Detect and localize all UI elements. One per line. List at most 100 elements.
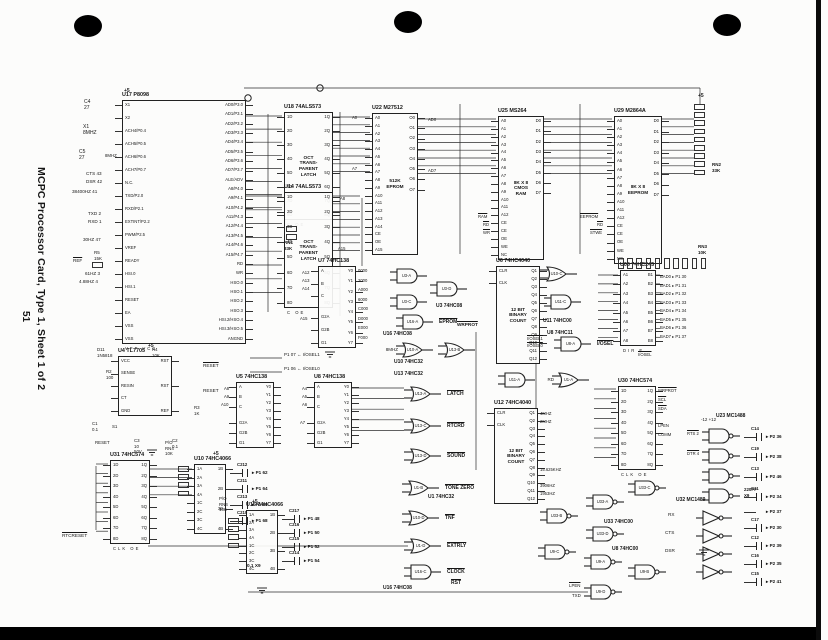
pin: 4B [217, 525, 234, 531]
label: R5 15K [94, 250, 103, 261]
pin: G2B [228, 429, 248, 435]
gate-name: U33-D [596, 531, 609, 536]
resistor [694, 128, 705, 135]
connector-pin-label: ▸ P1 66 [252, 502, 268, 507]
pin: RESIN [111, 382, 134, 388]
pin: WE [491, 243, 508, 249]
pin: AD4/P3.4 [225, 139, 253, 145]
pin: HSI.2/HSO.4 [218, 316, 254, 322]
label: RN3 10K [698, 244, 708, 255]
label: BAD5 ▸ P1 35 [660, 317, 687, 322]
pin: CLK [486, 421, 506, 427]
pin: Y4 [343, 415, 360, 421]
capacitor-name: C210 [237, 510, 248, 515]
pin: 8D [276, 299, 293, 305]
pin: 4Q [324, 155, 339, 161]
resistor [694, 169, 705, 176]
pin: Q7 [529, 456, 544, 462]
pin: Q6 [529, 448, 544, 454]
capacitor-name: C13 [751, 466, 759, 471]
connector-pin-label: ▸ P2 35 [766, 561, 782, 566]
gate-name: U9-A [595, 559, 606, 564]
gate-buf [696, 510, 736, 526]
label: A7 [352, 166, 358, 171]
ic-refdes-part: U18 74ALS573 [284, 104, 322, 110]
pin: 4A [186, 491, 203, 497]
capacitor-icon [242, 517, 248, 525]
pin: A4 [606, 150, 623, 156]
pin: Q1 [531, 268, 546, 273]
ic-refdes-part: U8 74HC138 [314, 374, 346, 380]
pin: 4D [102, 493, 119, 499]
capacitor-icon [756, 453, 762, 461]
label: I/OSEL [638, 352, 652, 357]
gate-u3-a: U3-A [390, 268, 430, 284]
label: 4MHZ [540, 411, 552, 416]
pin: D5 [653, 170, 671, 176]
pin: A12 [364, 208, 383, 213]
pin: ACH5/P0.5 [115, 140, 146, 146]
pin: 4B [269, 565, 286, 571]
gate-u9-c: U9-C [538, 544, 578, 560]
label: RAM [478, 214, 488, 219]
label: RESET [95, 440, 110, 445]
ic-refdes-part: U14 74ALS573 [284, 184, 322, 190]
pin: READY [114, 257, 140, 263]
gate-buf [696, 564, 736, 580]
pin: Q5 [529, 441, 544, 447]
label: A12 [302, 270, 310, 275]
pin: A5 [612, 309, 629, 315]
pin: D4 [653, 160, 671, 166]
pin: B8 [647, 337, 664, 343]
pin: G1 [307, 439, 323, 445]
pin: A11 [490, 204, 509, 210]
resistor [228, 542, 239, 549]
pin: A12/P4.4 [225, 223, 254, 229]
label: LPEN [658, 423, 669, 428]
pin: CE [491, 220, 507, 226]
pin: A13/P4.5 [225, 232, 254, 238]
label: X1 8MHZ [83, 124, 97, 137]
pin: Q1 [529, 410, 544, 415]
connector-pin-label: ▸ P2 30 [766, 525, 782, 530]
pin: A10 [606, 198, 625, 204]
gate-u33-b: U33-B [540, 508, 580, 524]
label: BAD4 ▸ P1 34 [660, 308, 687, 313]
label: CTS [665, 530, 675, 535]
pin: C [228, 404, 243, 409]
pin: D3 [535, 148, 553, 154]
pin: X2 [114, 114, 131, 120]
pin: Q2 [529, 417, 544, 423]
label: A000 [358, 287, 368, 292]
connector-pin-label: ▸ P2 36 [766, 434, 782, 439]
label: RESET [203, 363, 219, 368]
label: +5 [124, 88, 130, 94]
label: S1 [112, 424, 118, 429]
pin: 2Q [324, 127, 339, 133]
label: RST [451, 580, 461, 586]
gate-u11-a: U11-A [498, 372, 538, 388]
label: 0.1 X9 [247, 563, 261, 568]
pin: 8D [610, 461, 627, 467]
signal-label: TONE ZERO [445, 484, 475, 491]
gate-u33-a: U33-A [586, 494, 626, 510]
ic-bottom-pins: CLK OE [621, 472, 649, 477]
pin: RST [160, 382, 180, 388]
pin: D0 [535, 118, 553, 123]
pin: A14/P4.6 [225, 242, 254, 248]
pin: Q9 [531, 331, 546, 337]
pin: HSO.0 [230, 279, 253, 285]
label: U1 74HC32 [428, 494, 455, 500]
label: R3 1K [194, 405, 200, 416]
